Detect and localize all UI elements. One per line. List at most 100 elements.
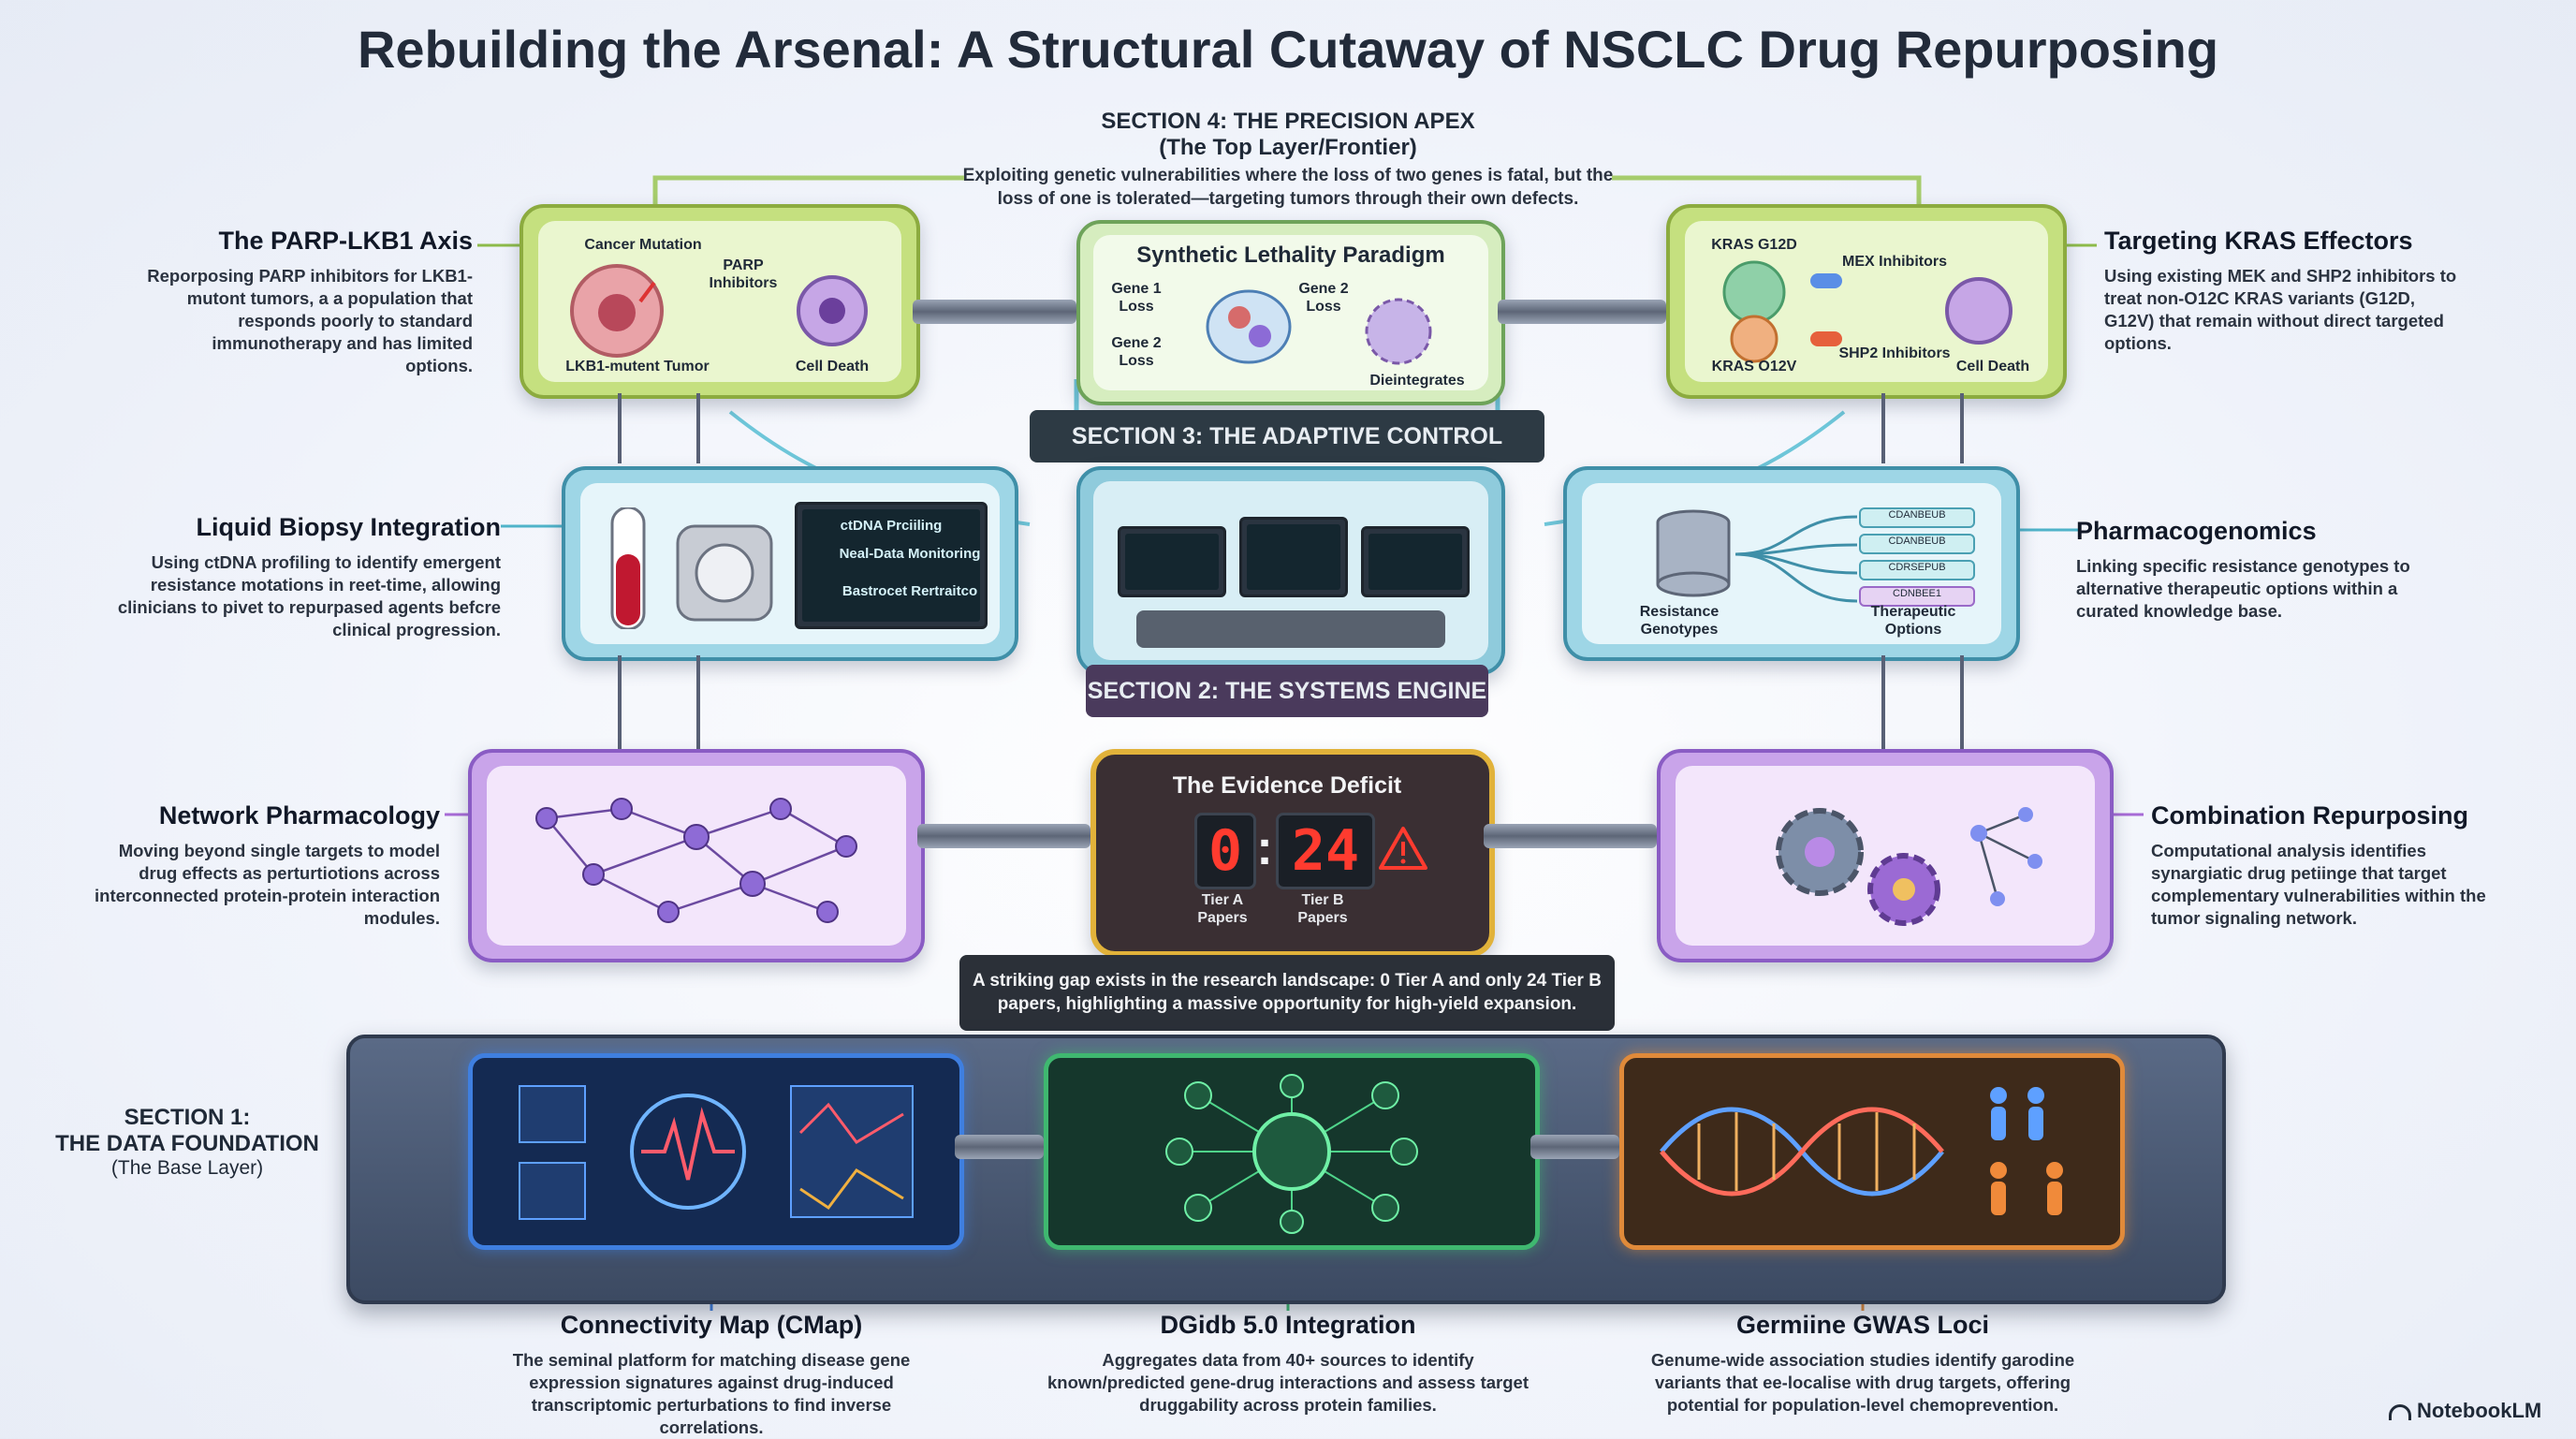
protein-network-illustration (535, 798, 857, 923)
section4-heading: SECTION 4: THE PRECISION APEX (The Top L… (1007, 109, 1569, 161)
gene1-loss-label: Gene 1 Loss (1111, 281, 1162, 316)
dgidb-callout-text: Aggregates data from 40+ sources to iden… (1046, 1350, 1529, 1416)
gwas-module (1619, 1053, 2125, 1250)
kras-cell-death-label: Cell Death (1955, 359, 2030, 374)
expression-signature-illustration (519, 1085, 914, 1220)
therapy-option-bar: CDANBEUB (1859, 534, 1975, 554)
kras-g12d-label: KRAS G12D (1711, 237, 1797, 253)
dna-helix-illustration (1660, 1087, 2063, 1215)
dgidb-callout: DGidb 5.0 Integration Aggregates data fr… (1045, 1311, 1531, 1417)
pharmacogenomics-callout-text: Linking specific resistance genotypes to… (2076, 556, 2410, 622)
pipe (955, 1135, 1044, 1159)
kras-cells-illustration (1722, 260, 2012, 363)
cell-division-illustration (1206, 289, 1432, 365)
section1-title-line1: SECTION 1: (124, 1105, 251, 1130)
pipe (1498, 300, 1666, 324)
ctdna-screen-line1: ctDNA Prciiling (840, 518, 943, 534)
pipe (1530, 1135, 1619, 1159)
pharmacogenomics-module: CDANBEUB CDANBEUB CDRSEPUB CDNBEE1 Resis… (1563, 466, 2020, 661)
liquid-biopsy-callout-title: Liquid Biopsy Integration (196, 513, 502, 541)
pharmacogenomics-callout: Pharmacogenomics Linking specific resist… (2076, 517, 2451, 623)
ctdna-screen-line3: Bastrocet Rertraitco (842, 583, 978, 599)
tier-a-label: Tier A Papers (1197, 892, 1248, 927)
genotype-connectors (1735, 515, 1858, 603)
combination-callout-title: Combination Repurposing (2151, 801, 2468, 830)
synthetic-lethality-module: Synthetic Lethality Paradigm Gene 1 Loss… (1076, 220, 1505, 405)
evidence-deficit-title: The Evidence Deficit (1172, 772, 1402, 799)
mex-inhibitors-label: MEX Inhibitors (1842, 254, 1947, 270)
notebooklm-brand: NotebookLM (2389, 1399, 2567, 1427)
resistance-genotypes-label: Resistance Genotypes (1639, 604, 1720, 639)
gwas-callout-text: Genume-wide association studies identify… (1650, 1350, 2075, 1416)
support-truss (618, 655, 700, 749)
dgidb-callout-title: DGidb 5.0 Integration (1160, 1311, 1416, 1339)
liquid-biopsy-callout-text: Using ctDNA profiling to identify emerge… (117, 552, 501, 640)
kras-callout: Targeting KRAS Effectors Using existing … (2104, 227, 2460, 355)
combination-callout: Combination Repurposing Computational an… (2151, 801, 2497, 930)
support-truss (1881, 655, 1964, 749)
section4-title: SECTION 4: THE PRECISION APEX (1101, 109, 1475, 134)
kras-o12v-label: KRAS O12V (1711, 359, 1797, 374)
therapy-option-bar: CDANBEUB (1859, 507, 1975, 528)
tier-a-counter: 0 (1194, 813, 1256, 889)
therapy-option-bar: CDRSEPUB (1859, 560, 1975, 580)
pipe (917, 824, 1090, 848)
page-title: Rebuilding the Arsenal: A Structural Cut… (357, 20, 2219, 79)
kras-callout-text: Using existing MEK and SHP2 inhibitors t… (2104, 266, 2457, 354)
gene2-loss-label-left: Gene 2 Loss (1111, 335, 1162, 370)
ctdna-monitor: ctDNA Prciiling Neal-Data Monitoring Bas… (795, 502, 988, 629)
support-truss (1881, 393, 1964, 463)
cmap-callout: Connectivity Map (CMap) The seminal plat… (477, 1311, 945, 1439)
evidence-deficit-module: The Evidence Deficit 0 : 24 Tier A Paper… (1090, 749, 1495, 957)
parp-callout-text: Reporposing PARP inhibitors for LKB1-mut… (147, 266, 473, 376)
parp-callout-title: The PARP-LKB1 Axis (218, 227, 473, 255)
parp-inhibitors-label: PARP Inhibitors (709, 257, 778, 292)
control-monitor-right (1361, 526, 1470, 597)
brand-label: NotebookLM (2417, 1399, 2542, 1422)
therapeutic-options-label: Therapeutic Options (1870, 604, 1956, 639)
section4-subtitle: (The Top Layer/Frontier) (1159, 135, 1417, 160)
dgidb-module (1044, 1053, 1540, 1250)
pharmacogenomics-callout-title: Pharmacogenomics (2076, 517, 2317, 545)
control-center-module (1076, 466, 1505, 675)
gene2-loss-label-right: Gene 2 Loss (1298, 281, 1349, 316)
disintegrates-label: Dieintegrates (1369, 373, 1465, 389)
kras-callout-title: Targeting KRAS Effectors (2104, 227, 2413, 255)
tier-b-label: Tier B Papers (1297, 892, 1348, 927)
liquid-biopsy-module: ctDNA Prciiling Neal-Data Monitoring Bas… (562, 466, 1018, 661)
database-icon (1656, 509, 1731, 597)
lkb1-tumor-label: LKB1-mutent Tumor (565, 359, 710, 374)
network-pharmacology-callout-title: Network Pharmacology (158, 801, 440, 830)
combination-callout-text: Computational analysis identifies synarg… (2151, 841, 2486, 929)
shp2-inhibitors-label: SHP2 Inhibitors (1838, 345, 1951, 361)
ctdna-screen-line2: Neal-Data Monitoring (839, 546, 981, 562)
warning-icon (1379, 827, 1427, 870)
gwas-callout: Germiine GWAS Loci Genume-wide associati… (1629, 1311, 2097, 1417)
control-monitor-left (1118, 526, 1226, 597)
kras-module: KRAS G12D MEX Inhibitors KRAS O12V SHP2 … (1666, 204, 2067, 399)
evidence-deficit-caption: A striking gap exists in the research la… (959, 955, 1615, 1032)
network-pharmacology-callout-text: Moving beyond single targets to model dr… (95, 841, 440, 929)
section1-title-line2: THE DATA FOUNDATION (55, 1131, 319, 1156)
database-hub-illustration (1165, 1074, 1418, 1234)
network-pharmacology-callout: Network Pharmacology Moving beyond singl… (84, 801, 440, 930)
counter-separator: : (1256, 821, 1273, 875)
section1-heading: SECTION 1: THE DATA FOUNDATION (The Base… (47, 1105, 328, 1180)
therapy-option-bar: CDNBEE1 (1859, 586, 1975, 607)
notebooklm-logo-icon (2389, 1403, 2411, 1420)
pipe (913, 300, 1076, 324)
section1-subtitle: (The Base Layer) (110, 1157, 264, 1179)
section2-banner: SECTION 2: THE SYSTEMS ENGINE (1086, 665, 1488, 717)
control-monitor-center (1239, 517, 1348, 597)
section3-banner: SECTION 3: THE ADAPTIVE CONTROL CENTER (1030, 410, 1544, 502)
liquid-biopsy-callout: Liquid Biopsy Integration Using ctDNA pr… (103, 513, 501, 641)
gears-illustration (1776, 807, 2042, 926)
pipe (1484, 824, 1657, 848)
cell-death-label: Cell Death (795, 359, 870, 374)
gwas-callout-title: Germiine GWAS Loci (1735, 1311, 1990, 1339)
section4-description: Exploiting genetic vulnerabilities where… (962, 166, 1614, 209)
combination-module (1657, 749, 2114, 962)
cmap-callout-title: Connectivity Map (CMap) (560, 1311, 863, 1339)
parp-callout: The PARP-LKB1 Axis Reporposing PARP inhi… (140, 227, 473, 377)
network-pharmacology-module (468, 749, 925, 962)
